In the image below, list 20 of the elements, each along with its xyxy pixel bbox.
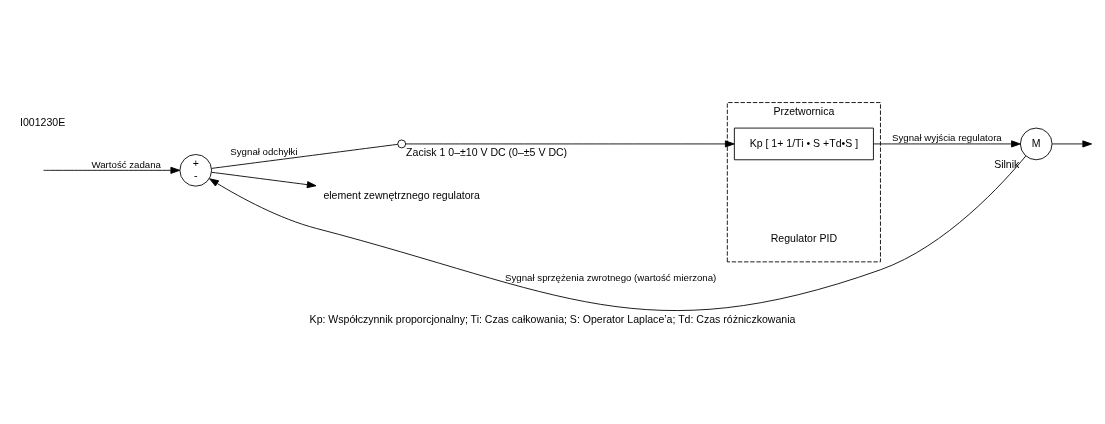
node-label: Zacisk 1 0–±10 V DC (0–±5 V DC)	[406, 145, 568, 158]
label: I001230E	[20, 115, 66, 128]
node-box: Kp [ 1+ 1/Ti • S +Td•S ]	[733, 127, 874, 160]
edge-label: Sygnał odchyłki	[230, 145, 298, 157]
arrow	[43, 166, 181, 174]
arrow	[1051, 139, 1093, 147]
edge-label: Wartość zadana	[91, 158, 161, 170]
node-label: Silnik	[994, 157, 1020, 170]
connector	[211, 143, 398, 169]
node-circle: + -	[179, 153, 212, 187]
node-circle: M	[1019, 127, 1053, 160]
node-text: element zewnętrznego regulatora	[323, 188, 480, 201]
caption: Kp: Współczynnik proporcjonalny; Ti: Czas całkowania; S: Operator Laplace’a; Td: Czas różniczkowania	[309, 312, 796, 325]
node-circle	[397, 139, 407, 148]
arrow	[209, 155, 1027, 311]
arrow	[405, 139, 735, 147]
edge-label: Sygnał wyjścia regulatora	[892, 131, 1002, 143]
edge-label: Sygnał sprzężenia zwrotnego (wartość mierzona)	[505, 271, 717, 283]
arrow	[873, 139, 1021, 147]
arrow	[211, 171, 317, 188]
